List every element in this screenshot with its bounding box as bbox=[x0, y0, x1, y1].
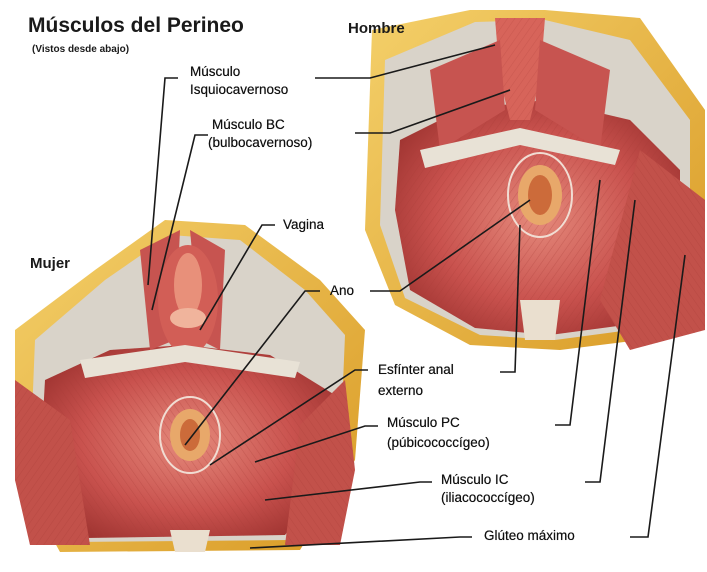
label-vagina: Vagina bbox=[283, 217, 324, 233]
label-pc-line1: Músculo PC bbox=[387, 415, 460, 431]
label-gluteo: Glúteo máximo bbox=[484, 528, 575, 544]
label-isquiocavernoso-line1: Músculo bbox=[190, 64, 240, 80]
label-ic-line1: Músculo IC bbox=[441, 472, 509, 488]
label-isquiocavernoso-line2: Isquiocavernoso bbox=[190, 82, 288, 98]
label-pc-line2: (púbicococcígeo) bbox=[387, 435, 490, 451]
label-bc-line1: Músculo BC bbox=[212, 117, 285, 133]
page-title: Músculos del Perineo bbox=[28, 14, 244, 38]
page-subtitle: (Vistos desde abajo) bbox=[32, 44, 129, 56]
male-perineum-illustration bbox=[365, 10, 705, 350]
label-esfinter-line1: Esfínter anal bbox=[378, 362, 454, 378]
label-ic-line2: (iliacococcígeo) bbox=[441, 490, 535, 506]
group-label-female: Mujer bbox=[30, 255, 70, 272]
label-ano: Ano bbox=[330, 283, 354, 299]
label-bc-line2: (bulbocavernoso) bbox=[208, 135, 312, 151]
group-label-male: Hombre bbox=[348, 20, 405, 37]
label-esfinter-line2: externo bbox=[378, 383, 423, 399]
